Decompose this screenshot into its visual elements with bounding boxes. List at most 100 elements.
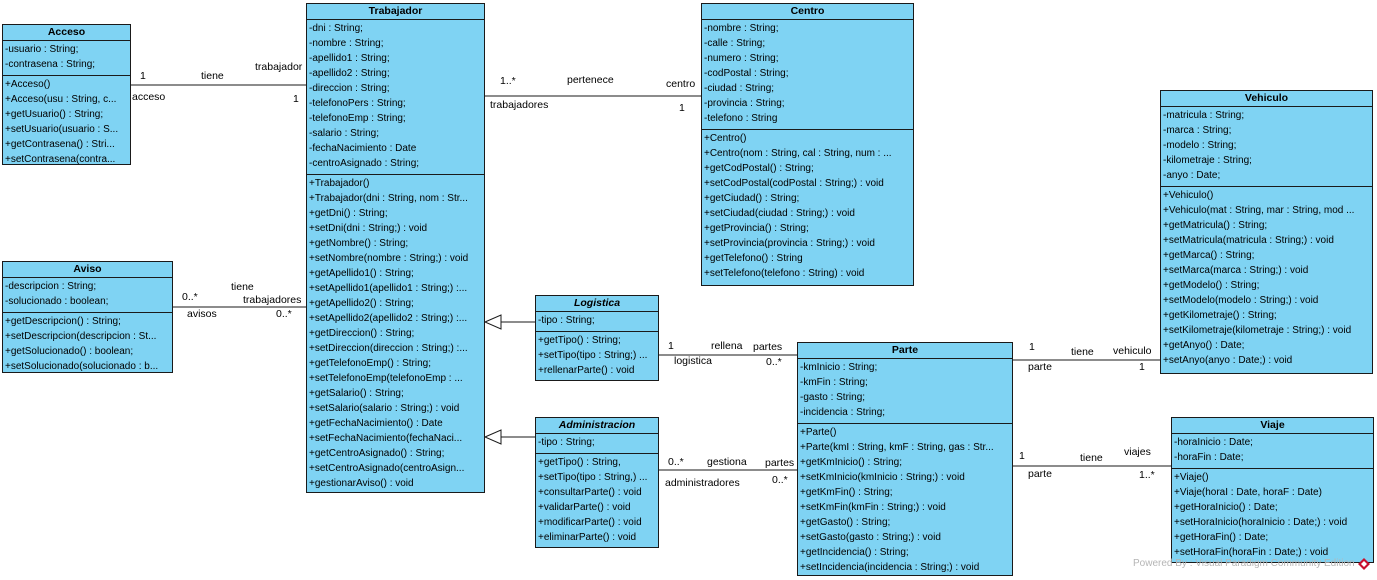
attribute: -matricula : String;: [1163, 110, 1245, 121]
class-centro[interactable]: Centro -nombre : String;-calle : String;…: [701, 3, 914, 286]
operation: +getDescripcion() : String;: [5, 316, 121, 327]
operation: +getHoraFin() : Date;: [1174, 532, 1269, 543]
class-parte[interactable]: Parte -kmInicio : String;-kmFin : String…: [797, 342, 1013, 576]
class-viaje[interactable]: Viaje -horaInicio : Date;-horaFin : Date…: [1171, 417, 1374, 563]
operation: +setNombre(nombre : String;) : void: [309, 253, 469, 264]
attributes-section: -descripcion : String;-solucionado : boo…: [3, 278, 172, 313]
attribute: -kilometraje : String;: [1163, 155, 1252, 166]
operation: +eliminarParte() : void: [538, 532, 637, 543]
operations-section: +getTipo() : String;+setTipo(tipo : Stri…: [536, 332, 658, 380]
operation: +setApellido2(apellido2 : String;) :...: [309, 313, 468, 324]
assoc-name-trabajador-centro: pertenece: [567, 74, 614, 86]
class-trabajador[interactable]: Trabajador -dni : String;-nombre : Strin…: [306, 3, 485, 493]
mult-avisos: 0..*: [182, 291, 198, 303]
attribute: -anyo : Date;: [1163, 170, 1221, 181]
operation: +setModelo(modelo : String;) : void: [1163, 295, 1319, 306]
operation: +setIncidencia(incidencia : String;) : v…: [800, 562, 980, 573]
role-administradores: administradores: [665, 477, 740, 489]
assoc-name-parte-viaje: tiene: [1080, 452, 1103, 464]
class-name: Administracion: [536, 418, 658, 434]
class-administracion[interactable]: Administracion -tipo : String; +getTipo(…: [535, 417, 659, 548]
operation: +getCentroAsignado() : String;: [309, 448, 445, 459]
attribute: -horaFin : Date;: [1174, 452, 1244, 463]
operation: +getApellido2() : String;: [309, 298, 414, 309]
attribute: -telefonoEmp : String;: [309, 113, 406, 124]
class-name: Vehiculo: [1161, 91, 1372, 107]
operations-section: +getTipo() : String,+setTipo(tipo : Stri…: [536, 454, 658, 547]
class-vehiculo[interactable]: Vehiculo -matricula : String;-marca : St…: [1160, 90, 1373, 374]
mult-vehiculo: 1: [1139, 361, 1145, 373]
role-viajes: viajes: [1124, 446, 1151, 458]
watermark: Powered By : Visual Paradigm Community E…: [1133, 558, 1355, 569]
mult-viajes: 1..*: [1139, 469, 1155, 481]
operation: +Trabajador(dni : String, nom : Str...: [309, 193, 468, 204]
assoc-name-administracion-parte: gestiona: [707, 456, 747, 468]
operation: +setCiudad(ciudad : String;) : void: [704, 208, 855, 219]
operations-section: +Viaje() +Viaje(horaI : Date, horaF : Dat…: [1172, 469, 1373, 562]
operation: +setCodPostal(codPostal : String;) : voi…: [704, 178, 884, 189]
mult-acceso: 1: [140, 70, 146, 82]
class-aviso[interactable]: Aviso -descripcion : String;-solucionado…: [2, 261, 173, 373]
operation: +getKmInicio() : String;: [800, 457, 902, 468]
operation: +setGasto(gasto : String;) : void: [800, 532, 941, 543]
class-acceso[interactable]: Acceso -usuario : String; -contrasena : S…: [2, 24, 131, 165]
operation: +setMarca(marca : String;) : void: [1163, 265, 1309, 276]
attribute: -calle : String;: [704, 38, 766, 49]
operation: +validarParte() : void: [538, 502, 631, 513]
role-logistica: logistica: [674, 355, 712, 367]
operation: +setProvincia(provincia : String;) : voi…: [704, 238, 875, 249]
operation: +Viaje(horaI : Date, horaF : Date): [1174, 487, 1322, 498]
operation: +getDni() : String;: [309, 208, 388, 219]
attributes-section: -tipo : String;: [536, 434, 658, 454]
role-partes-logistica: partes: [753, 341, 783, 353]
operations-section: +Trabajador() +Trabajador(dni : String, n…: [307, 175, 484, 492]
attribute: -contrasena : String;: [5, 59, 96, 70]
attribute: -telefono : String: [704, 113, 778, 124]
class-name: Logistica: [536, 296, 658, 312]
attribute: -modelo : String;: [1163, 140, 1237, 151]
attribute: -numero : String;: [704, 53, 779, 64]
attribute: -solucionado : boolean;: [5, 296, 109, 307]
operation: +getApellido1() : String;: [309, 268, 414, 279]
generalization-administracion-arrow: [483, 429, 502, 445]
operation: +getSalario() : String;: [309, 388, 404, 399]
generalization-logistica-arrow: [483, 314, 502, 330]
attribute: -telefonoPers : String;: [309, 98, 406, 109]
operation: +getDireccion() : String;: [309, 328, 415, 339]
operation: +setContrasena(contra...: [5, 154, 116, 165]
operation: +getHoraInicio() : Date;: [1174, 502, 1278, 513]
operation: +setSolucionado(solucionado : b...: [5, 361, 159, 372]
operation: +Viaje(): [1174, 472, 1209, 483]
attributes-section: -tipo : String;: [536, 312, 658, 332]
attribute: -ciudad : String;: [704, 83, 775, 94]
visual-paradigm-logo-icon: [1358, 558, 1370, 570]
operation: +Trabajador(): [309, 178, 370, 189]
operation: +getMatricula() : String;: [1163, 220, 1268, 231]
operation: +setHoraInicio(horaInicio : Date;) : voi…: [1174, 517, 1348, 528]
attribute: -usuario : String;: [5, 44, 79, 55]
operation: +setMatricula(matricula : String;) : voi…: [1163, 235, 1334, 246]
operation: +Acceso(usu : String, c...: [5, 94, 117, 105]
role-vehiculo: vehiculo: [1113, 345, 1152, 357]
attribute: -kmInicio : String;: [800, 362, 878, 373]
mult-trabajador-acceso: 1: [293, 93, 299, 105]
operation: +getTelefono() : String: [704, 253, 803, 264]
class-name: Acceso: [3, 25, 130, 41]
mult-parte-viaje: 1: [1019, 450, 1025, 462]
role-trabajador: trabajador: [255, 61, 303, 73]
attribute: -apellido1 : String;: [309, 53, 390, 64]
attribute: -horaInicio : Date;: [1174, 437, 1253, 448]
operation: +Centro(nom : String, cal : String, num …: [704, 148, 892, 159]
operation: +setApellido1(apellido1 : String;) :...: [309, 283, 468, 294]
class-logistica[interactable]: Logistica -tipo : String; +getTipo() : S…: [535, 295, 659, 381]
attribute: -nombre : String;: [309, 38, 384, 49]
operation: +setUsuario(usuario : S...: [5, 124, 119, 135]
operation: +setKmInicio(kmInicio : String;) : void: [800, 472, 965, 483]
role-acceso: acceso: [132, 91, 166, 103]
operation: +getKmFin() : String;: [800, 487, 893, 498]
attribute: -tipo : String;: [538, 315, 595, 326]
attributes-section: -dni : String;-nombre : String;-apellido…: [307, 20, 484, 175]
attribute: -apellido2 : String;: [309, 68, 390, 79]
operation: +setFechaNacimiento(fechaNaci...: [309, 433, 463, 444]
operations-section: +getDescripcion() : String;+setDescripci…: [3, 313, 172, 372]
